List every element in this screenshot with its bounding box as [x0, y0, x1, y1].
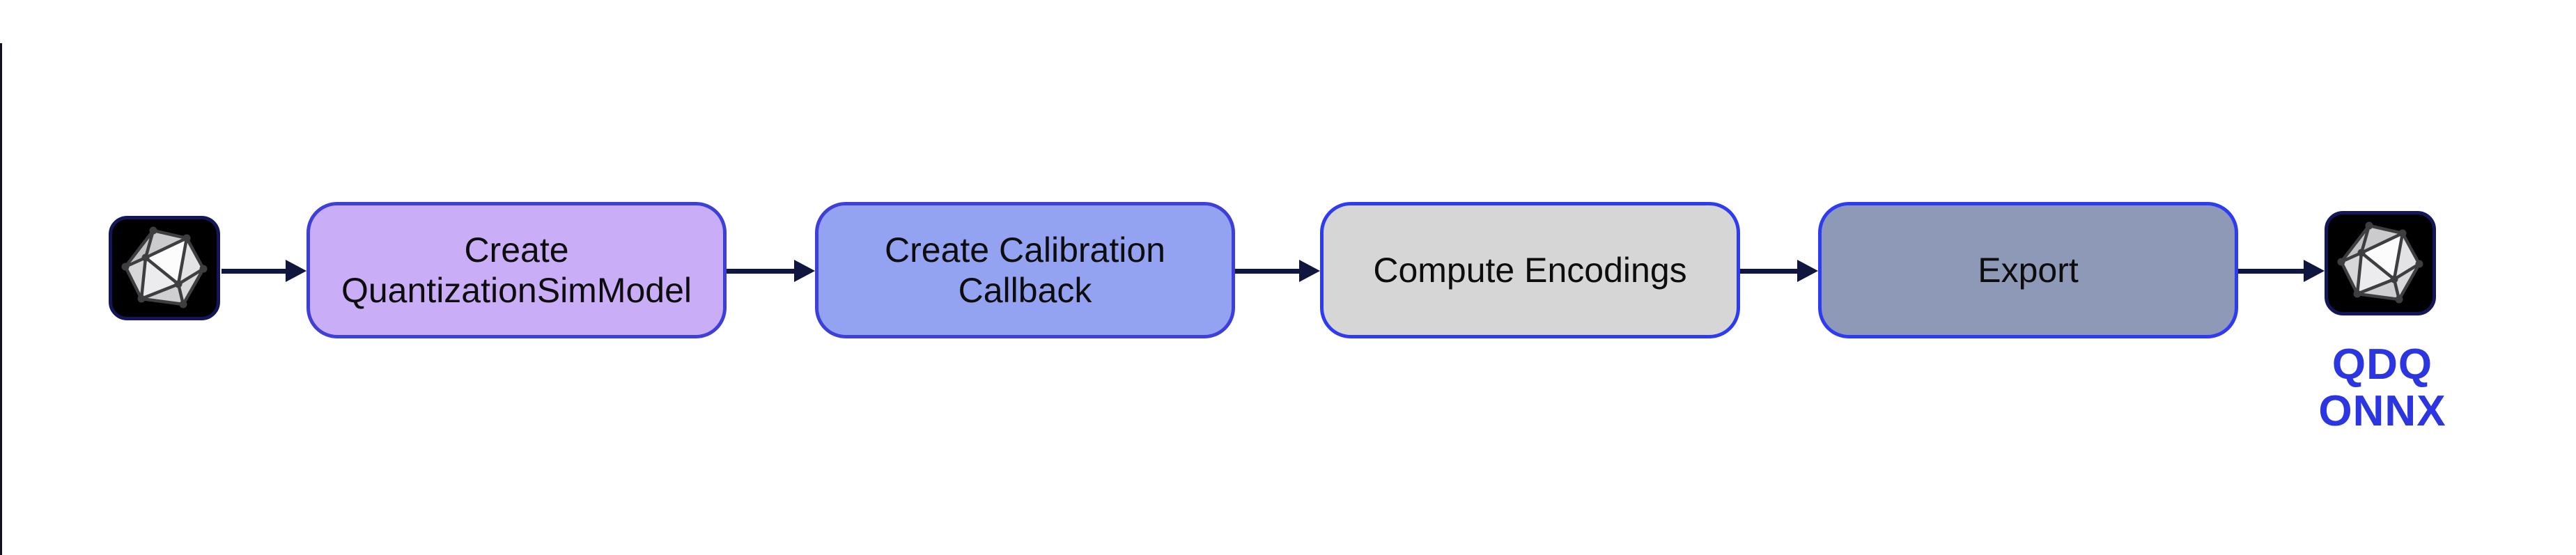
- step-label-line: Create: [464, 230, 569, 269]
- onnx-output-icon: [2325, 211, 2436, 315]
- arrow-line: [727, 268, 794, 274]
- step-create-calibration-callback: Create Calibration Callback: [815, 202, 1235, 338]
- output-format-line2: ONNX: [2318, 387, 2446, 435]
- arrow-head-icon: [1299, 260, 1320, 282]
- step-label-line: QuantizationSimModel: [341, 271, 692, 310]
- arrow-line: [1740, 268, 1797, 274]
- arrow-line: [1235, 268, 1299, 274]
- step-export: Export: [1818, 202, 2238, 338]
- output-format-line1: QDQ: [2331, 341, 2433, 389]
- step-compute-encodings: Compute Encodings: [1320, 202, 1740, 338]
- arrow-head-icon: [1797, 260, 1818, 282]
- arrow-line: [222, 268, 286, 274]
- step-label-line: Compute Encodings: [1373, 251, 1687, 290]
- onnx-icon: [109, 216, 220, 320]
- step-label-line: Callback: [958, 271, 1092, 310]
- flow-arrow-2: [727, 260, 815, 282]
- step-label-line: Create Calibration: [885, 230, 1165, 269]
- onnx-source-icon: [108, 216, 221, 320]
- flow-arrow-5: [2238, 260, 2325, 282]
- step-create-quantizationsimmodel: Create QuantizationSimModel: [307, 202, 727, 338]
- page-edge-bar: [0, 43, 2, 555]
- flow-arrow-3: [1235, 260, 1320, 282]
- arrow-head-icon: [286, 260, 307, 282]
- flow-arrow-4: [1740, 260, 1818, 282]
- arrow-head-icon: [2304, 260, 2325, 282]
- onnx-icon: [2325, 211, 2436, 315]
- step-label-line: Export: [1978, 251, 2079, 290]
- arrow-head-icon: [794, 260, 815, 282]
- arrow-line: [2238, 268, 2304, 274]
- output-format-label: QDQ ONNX: [2297, 341, 2468, 435]
- flow-arrow-1: [222, 260, 307, 282]
